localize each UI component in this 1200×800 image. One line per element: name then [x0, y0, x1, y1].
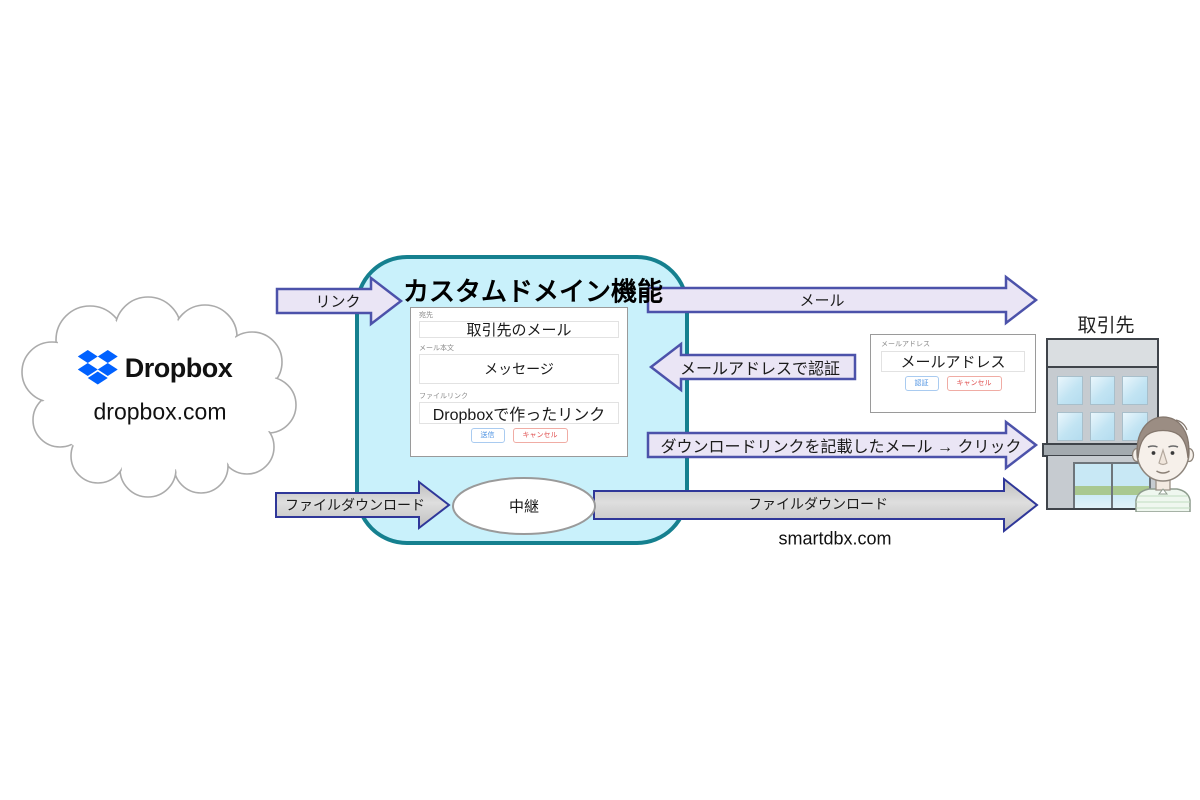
dropbox-icon — [77, 350, 118, 385]
building-roof-band — [1048, 340, 1157, 368]
dropbox-cloud-shape — [21, 296, 297, 498]
smartdbx-domain-text: smartdbx.com — [778, 528, 892, 549]
custom-domain-title: カスタムドメイン機能 — [402, 276, 664, 307]
dropbox-domain-text: dropbox.com — [93, 398, 227, 425]
body-field-input[interactable]: メッセージ — [419, 354, 619, 384]
relay-ellipse — [452, 477, 596, 535]
email-auth-form: メールアドレス メールアドレス 認証 キャンセル — [870, 334, 1036, 413]
file-download-left-label: ファイルダウンロード — [285, 497, 425, 513]
auth-arrow-label: メールアドレスで認証 — [679, 361, 841, 378]
relay-label: 中継 — [508, 498, 540, 516]
building-window — [1089, 412, 1116, 441]
building-window — [1057, 376, 1083, 405]
mail-form-buttons: 送信 キャンセル — [419, 428, 619, 443]
to-field-label: 宛先 — [419, 312, 433, 319]
file-download-right-arrow — [593, 476, 1039, 534]
file-link-field-value: Dropboxで作ったリンク — [432, 407, 606, 424]
body-field-value: メッセージ — [484, 361, 554, 377]
email-address-label: メールアドレス — [881, 341, 930, 348]
building-window — [1122, 376, 1148, 405]
building-window — [1089, 376, 1116, 405]
to-field-input[interactable]: 取引先のメール — [419, 321, 619, 339]
file-download-right-label: ファイルダウンロード — [748, 496, 888, 512]
file-link-field-label: ファイルリンク — [419, 393, 468, 400]
auth-cancel-button[interactable]: キャンセル — [946, 376, 1002, 391]
dropbox-brand-text: Dropbox — [124, 352, 233, 383]
file-download-left-arrow — [275, 479, 451, 531]
email-address-input[interactable]: メールアドレス — [881, 351, 1025, 372]
auth-arrow — [648, 341, 857, 393]
mail-arrow-label: メール — [799, 292, 845, 310]
building-window — [1057, 412, 1083, 441]
download-mail-arrow-label: ダウンロードリンクを記載したメール → クリック — [660, 439, 1022, 456]
auth-button[interactable]: 認証 — [904, 376, 939, 391]
cancel-button[interactable]: キャンセル — [512, 428, 568, 443]
body-field-label: メール本文 — [419, 345, 454, 352]
partner-person-illustration — [1131, 416, 1195, 512]
link-arrow — [275, 275, 404, 327]
mail-arrow — [646, 274, 1039, 326]
dropbox-logo: Dropbox — [77, 350, 233, 386]
link-arrow-label: リンク — [315, 293, 361, 311]
to-field-value: 取引先のメール — [466, 322, 572, 339]
mail-compose-form: 宛先 取引先のメール メール本文 メッセージ ファイルリンク Dropboxで作… — [410, 307, 628, 457]
send-button[interactable]: 送信 — [470, 428, 505, 443]
file-link-field-input[interactable]: Dropboxで作ったリンク — [419, 402, 619, 424]
partner-label: 取引先 — [1077, 315, 1135, 337]
download-mail-arrow — [646, 419, 1039, 471]
building-door-pane — [1075, 464, 1111, 508]
auth-form-buttons: 認証 キャンセル — [881, 376, 1025, 391]
email-address-value: メールアドレス — [900, 354, 1006, 371]
